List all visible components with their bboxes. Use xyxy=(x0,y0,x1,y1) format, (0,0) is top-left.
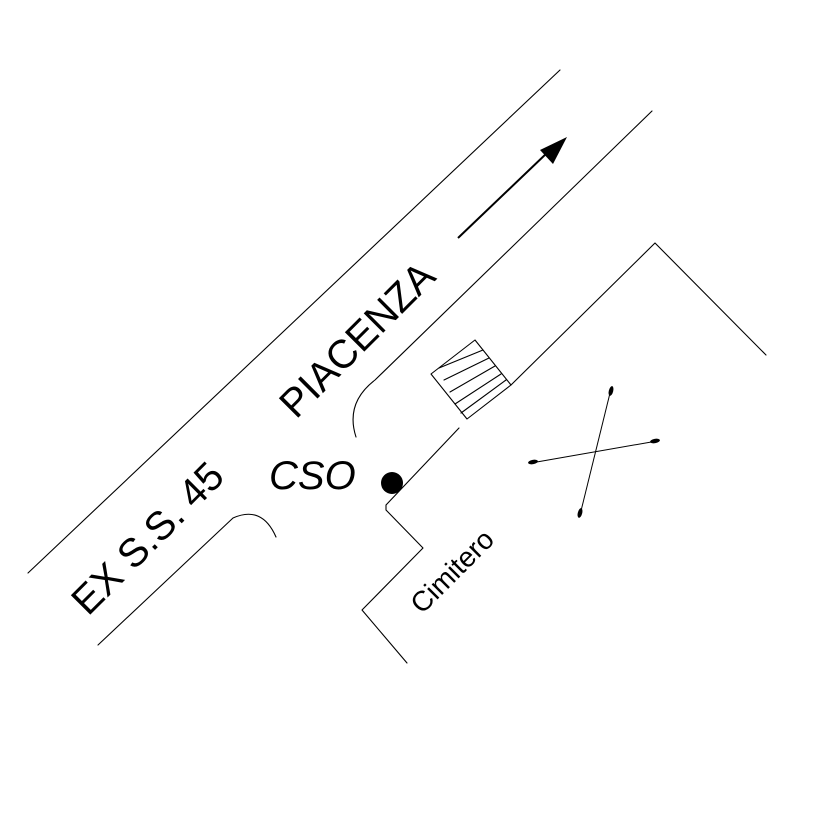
cemetery-cross-icon xyxy=(528,386,660,518)
cemetery-boundary xyxy=(361,242,767,664)
direction-arrow-icon xyxy=(457,137,567,239)
point-label: CSO xyxy=(269,454,356,498)
road-inner-edge-upper xyxy=(352,110,653,438)
road-inner-edge-lower xyxy=(97,513,277,646)
stairs-icon xyxy=(430,339,512,420)
area-label: Cimitero xyxy=(404,524,500,620)
point-marker-icon xyxy=(381,472,403,494)
road-outer-edge xyxy=(27,69,561,574)
